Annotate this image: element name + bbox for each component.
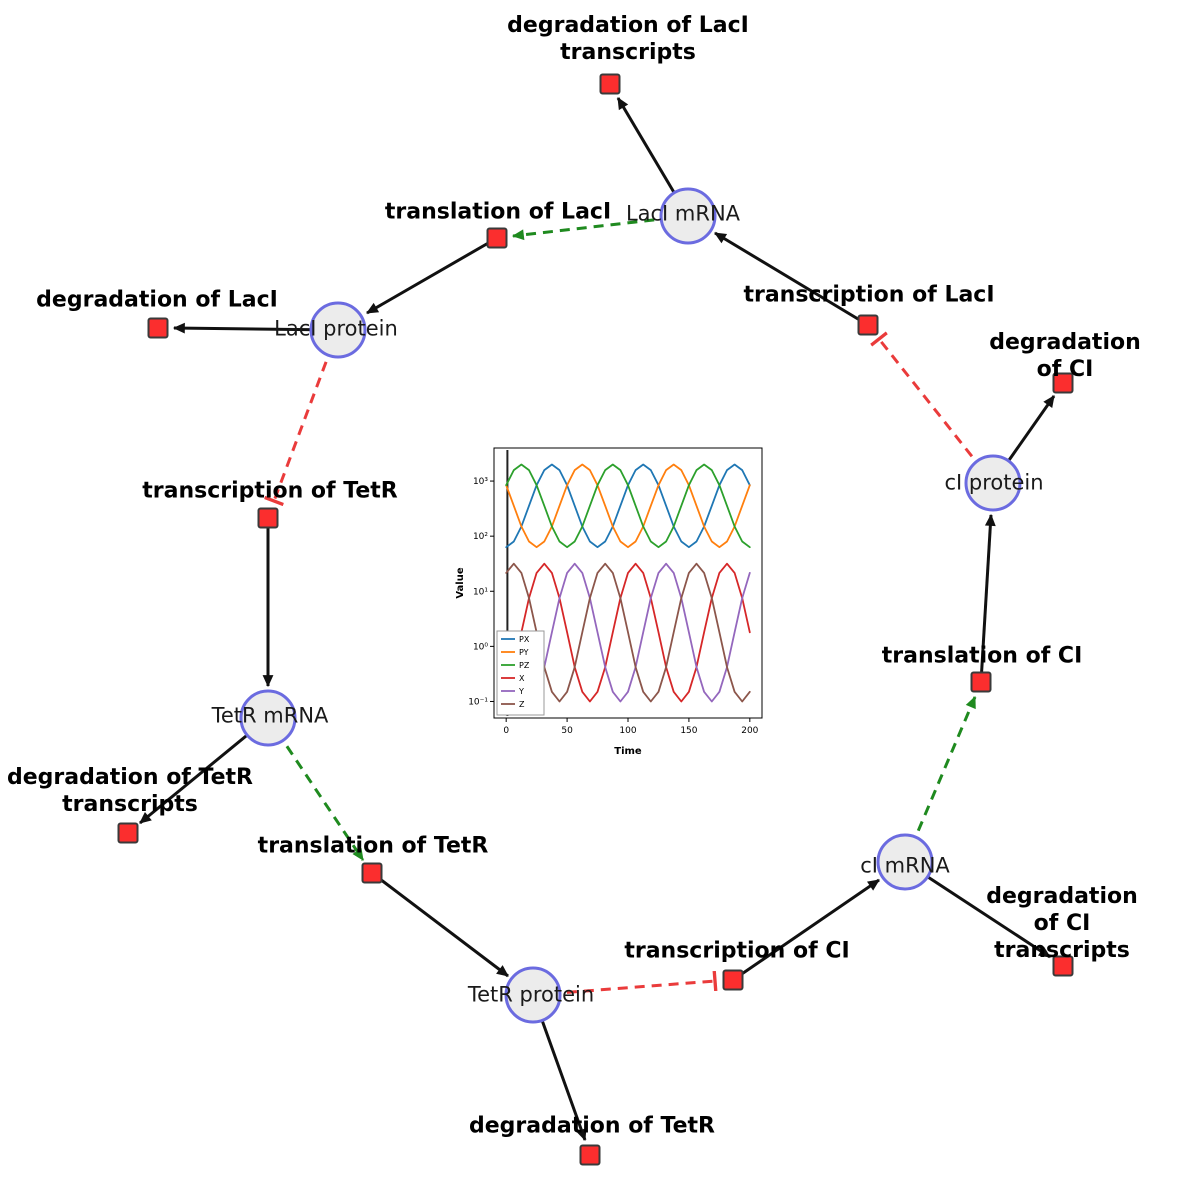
species-label-ci-protein: cI protein bbox=[944, 470, 1044, 495]
reaction-node-degradation-of-tetr-transcripts bbox=[117, 822, 139, 844]
reaction-node-degradation-of-laci-transcripts bbox=[599, 73, 621, 95]
reaction-node-translation-of-tetr bbox=[361, 862, 383, 884]
reaction-label-degradation-of-tetr-transcripts: degradation of TetR transcripts bbox=[6, 765, 254, 817]
edge-laci-protein-represses-transcription-tetr bbox=[264, 329, 340, 507]
svg-text:PZ: PZ bbox=[519, 661, 530, 670]
reaction-node-degradation-of-laci bbox=[147, 317, 169, 339]
species-node-ci-protein bbox=[964, 454, 1022, 512]
reaction-label-degradation-of-ci-transcripts: degradation of CI transcripts bbox=[986, 883, 1138, 963]
edge-ci-protein-represses-transcription-laci bbox=[870, 331, 995, 484]
edge-translation-tetr-to-tetr-protein bbox=[371, 871, 509, 978]
svg-text:PY: PY bbox=[519, 648, 529, 657]
svg-text:10⁻¹: 10⁻¹ bbox=[468, 697, 488, 707]
edge-translation-ci-to-ci-protein bbox=[979, 513, 996, 683]
edge-transcription-ci-to-ci-mrna bbox=[732, 878, 880, 982]
svg-text:150: 150 bbox=[680, 726, 697, 736]
edge-laci-mrna-to-translation bbox=[511, 214, 689, 241]
svg-text:50: 50 bbox=[561, 726, 573, 736]
reaction-label-degradation-of-laci-transcripts: degradation of LacI transcripts bbox=[507, 13, 749, 65]
reaction-label-translation-of-tetr: translation of TetR bbox=[257, 833, 489, 859]
svg-text:10³: 10³ bbox=[473, 477, 488, 487]
reaction-node-degradation-of-ci-transcripts bbox=[1052, 955, 1074, 977]
svg-text:X: X bbox=[519, 674, 525, 683]
edge-ci-mrna-to-translation bbox=[903, 696, 977, 863]
species-label-tetr-protein: TetR protein bbox=[467, 982, 595, 1007]
svg-text:Time: Time bbox=[614, 746, 642, 757]
reaction-label-degradation-of-laci: degradation of LacI bbox=[36, 287, 278, 313]
svg-text:10¹: 10¹ bbox=[473, 587, 488, 597]
species-label-ci-mrna: cI mRNA bbox=[860, 853, 950, 878]
reaction-label-translation-of-ci: translation of CI bbox=[881, 643, 1083, 669]
reaction-label-transcription-of-laci: transcription of LacI bbox=[743, 282, 995, 308]
edge-translation-laci-to-laci-protein bbox=[366, 236, 498, 315]
svg-text:Value: Value bbox=[455, 567, 466, 598]
species-label-laci-mrna: LacI mRNA bbox=[625, 201, 741, 226]
reaction-node-translation-of-ci bbox=[970, 671, 992, 693]
reaction-node-transcription-of-tetr bbox=[257, 507, 279, 529]
reaction-node-degradation-of-ci bbox=[1052, 372, 1074, 394]
svg-text:200: 200 bbox=[741, 726, 758, 736]
species-node-tetr-mrna bbox=[239, 689, 297, 747]
svg-text:Y: Y bbox=[518, 687, 524, 696]
reaction-node-translation-of-laci bbox=[486, 227, 508, 249]
reaction-node-transcription-of-laci bbox=[857, 314, 879, 336]
reaction-label-degradation-of-ci: degradation of CI bbox=[989, 330, 1141, 382]
edge-tetr-protein-represses-transcription-ci bbox=[532, 970, 718, 997]
svg-text:Z: Z bbox=[519, 700, 525, 709]
species-node-ci-mrna bbox=[876, 833, 934, 891]
species-label-tetr-mrna: TetR mRNA bbox=[211, 703, 329, 728]
reaction-label-transcription-of-ci: transcription of CI bbox=[624, 938, 850, 964]
species-label-laci-protein: LacI protein bbox=[274, 316, 398, 341]
species-node-laci-mrna bbox=[659, 187, 717, 245]
svg-text:10⁰: 10⁰ bbox=[473, 642, 488, 652]
edge-tetr-mrna-to-translation bbox=[266, 717, 365, 861]
reaction-node-degradation-of-tetr bbox=[579, 1144, 601, 1166]
reaction-node-transcription-of-ci bbox=[722, 969, 744, 991]
reaction-label-transcription-of-tetr: transcription of TetR bbox=[142, 478, 398, 504]
species-node-tetr-protein bbox=[504, 966, 562, 1024]
svg-text:PX: PX bbox=[519, 635, 530, 644]
species-node-laci-protein bbox=[309, 301, 367, 359]
reaction-label-degradation-of-tetr: degradation of TetR bbox=[468, 1113, 716, 1139]
svg-text:0: 0 bbox=[503, 726, 509, 736]
edge-transcription-laci-to-laci-mrna bbox=[714, 231, 869, 327]
svg-text:100: 100 bbox=[619, 726, 636, 736]
edge-ci-mrna-to-degradation-transcripts bbox=[904, 860, 1051, 959]
reaction-label-translation-of-laci: translation of LacI bbox=[384, 199, 612, 225]
svg-text:10²: 10² bbox=[473, 532, 488, 542]
